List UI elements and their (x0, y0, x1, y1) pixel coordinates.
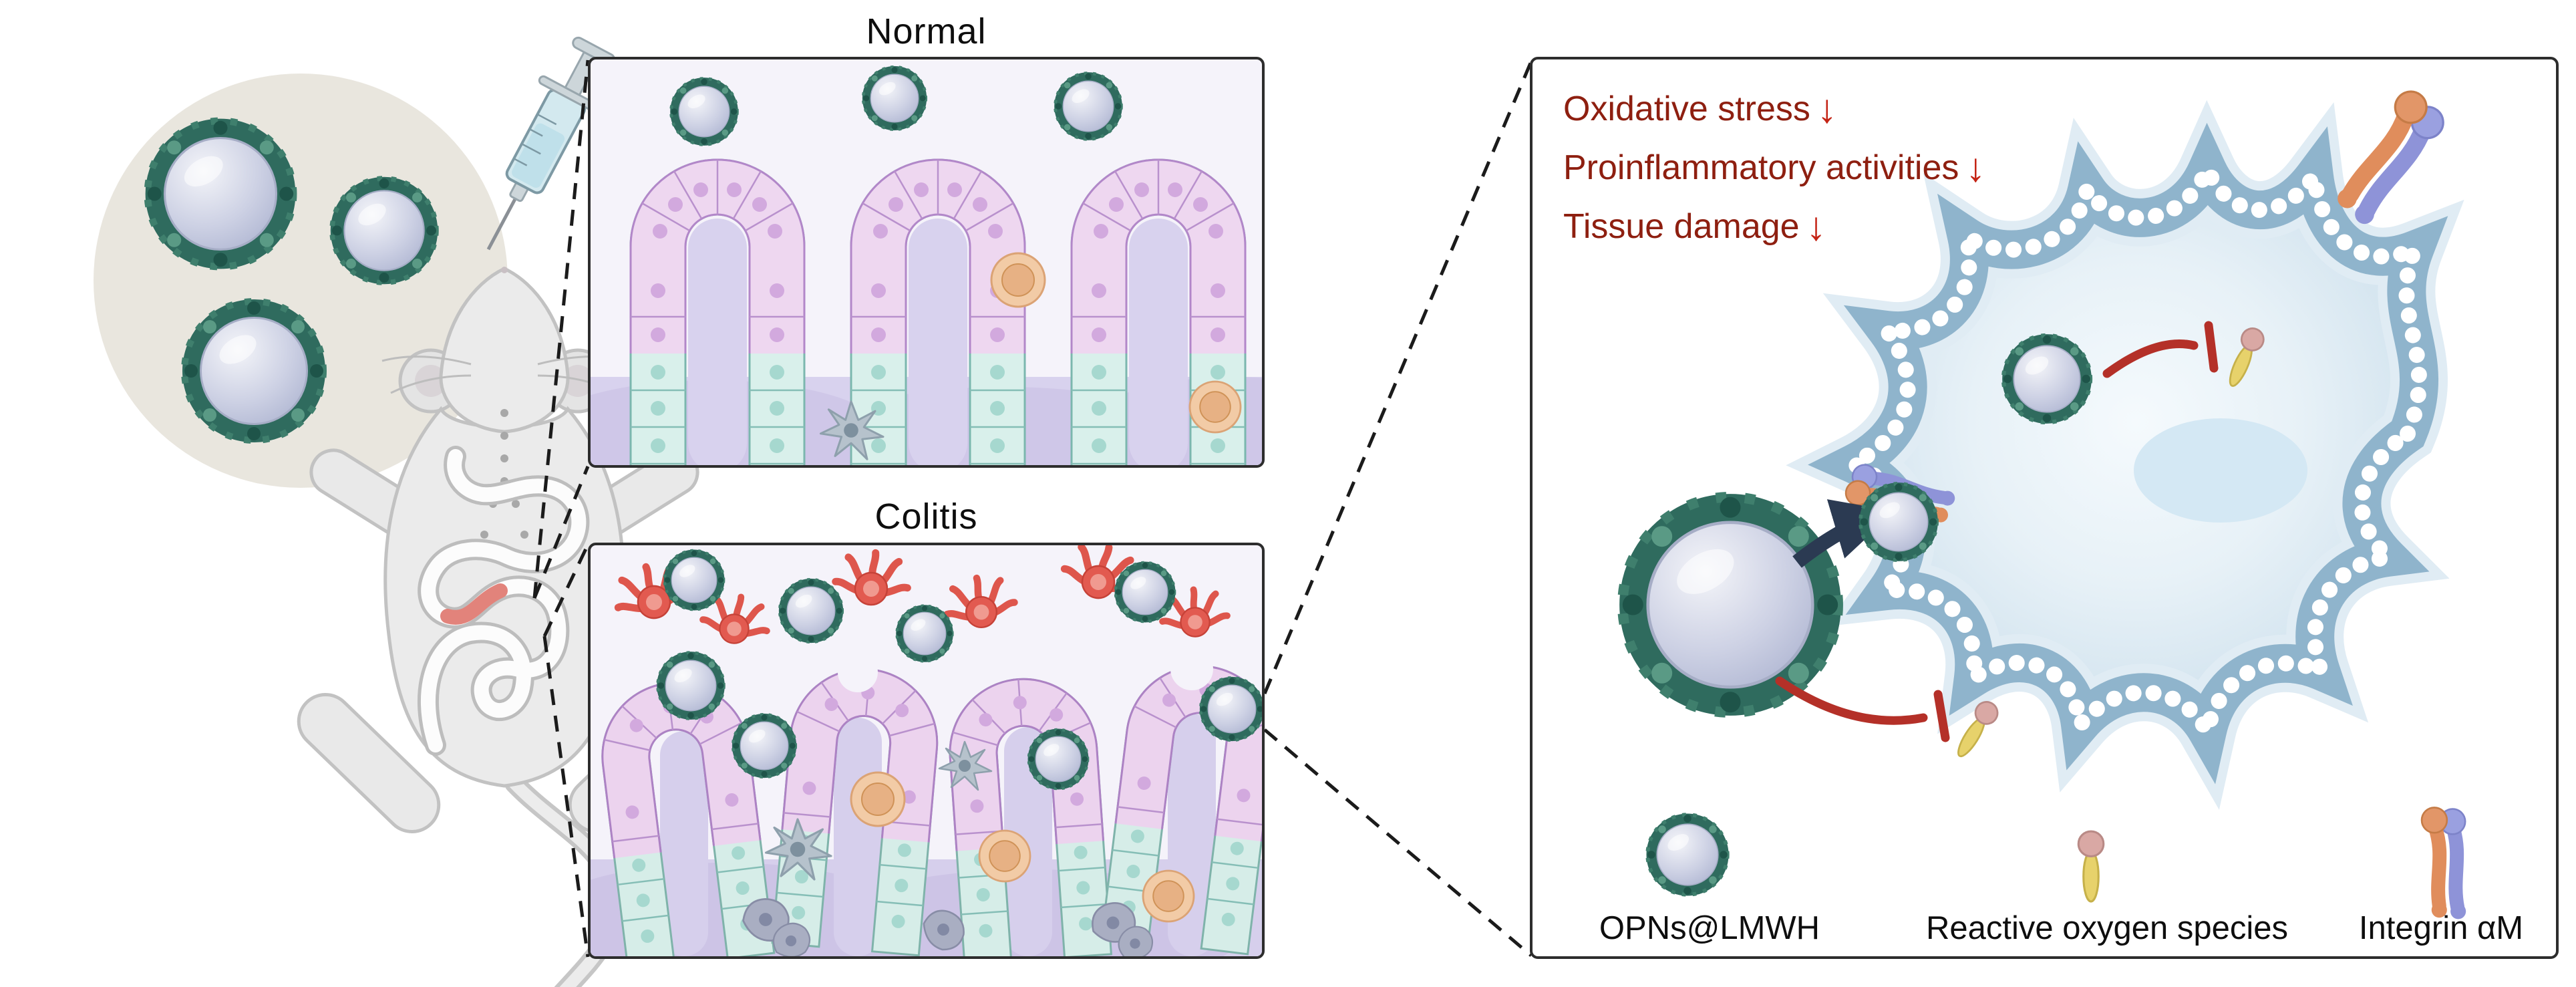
erosion-site (1170, 648, 1213, 690)
normal-epithelium-illustration (591, 59, 1262, 465)
legend-reactive-oxygen-species: Reactive oxygen species (1925, 910, 2288, 946)
immune-cell (990, 252, 1046, 308)
nanoparticle-icon (2003, 335, 2090, 422)
down-arrow-icon: ↓ (1806, 204, 1826, 249)
effect-label: Proinflammatory activities (1563, 148, 1959, 187)
zoom-connector-lines (532, 59, 1533, 958)
ros-inhibition-arrow (1775, 676, 1950, 742)
colitis-panel (588, 543, 1265, 959)
effect-tissue-damage: Tissue damage ↓ (1563, 197, 1985, 256)
ros-icon (2077, 830, 2105, 903)
immune-cell (978, 829, 1031, 883)
mechanism-panel: Oxidative stress ↓ Proinflammatory activ… (1530, 57, 2559, 959)
integrin-icon (2422, 807, 2466, 919)
down-arrow-icon: ↓ (1965, 145, 1986, 190)
effect-label: Tissue damage (1563, 207, 1800, 246)
normal-panel-title: Normal (866, 11, 987, 51)
erosion-site (838, 652, 878, 692)
nanoparticle-icon (184, 301, 323, 440)
nanoparticle-icon (332, 178, 436, 283)
ros-inhibition-arrow (2102, 321, 2219, 378)
colitis-site (440, 583, 508, 625)
integrin-icon (2323, 86, 2451, 228)
down-arrow-icon: ↓ (1816, 86, 1837, 131)
legend-integrin-am: Integrin αM (2358, 910, 2524, 946)
nanoparticle-icon (1623, 497, 1838, 712)
normal-panel (588, 57, 1265, 468)
colitis-epithelium-illustration (591, 545, 1262, 956)
immune-cell (1188, 380, 1242, 434)
nanoparticle-icon (1056, 74, 1122, 140)
immune-cell-membrane (1786, 100, 2464, 810)
effect-proinflammatory: Proinflammatory activities ↓ (1563, 138, 1985, 197)
mouse-intestine (417, 446, 590, 756)
cell-nucleus (2134, 418, 2307, 523)
nanoparticle-icon (1861, 484, 1937, 560)
legend-opns-lmwh: OPNs@LMWH (1599, 910, 1820, 946)
nanoparticle-icon (1647, 815, 1728, 895)
nanoparticle-icon (148, 121, 293, 267)
nanoparticle-icon (863, 67, 926, 130)
effect-label: Oxidative stress (1563, 90, 1810, 128)
immune-cell (1142, 869, 1195, 923)
mechanism-illustration (1533, 59, 2556, 956)
effect-list: Oxidative stress ↓ Proinflammatory activ… (1563, 80, 1985, 256)
immune-cell (850, 771, 906, 827)
colitis-panel-title: Colitis (874, 497, 978, 537)
nanoparticle-icon (671, 79, 738, 145)
effect-oxidative-stress: Oxidative stress ↓ (1563, 80, 1985, 138)
